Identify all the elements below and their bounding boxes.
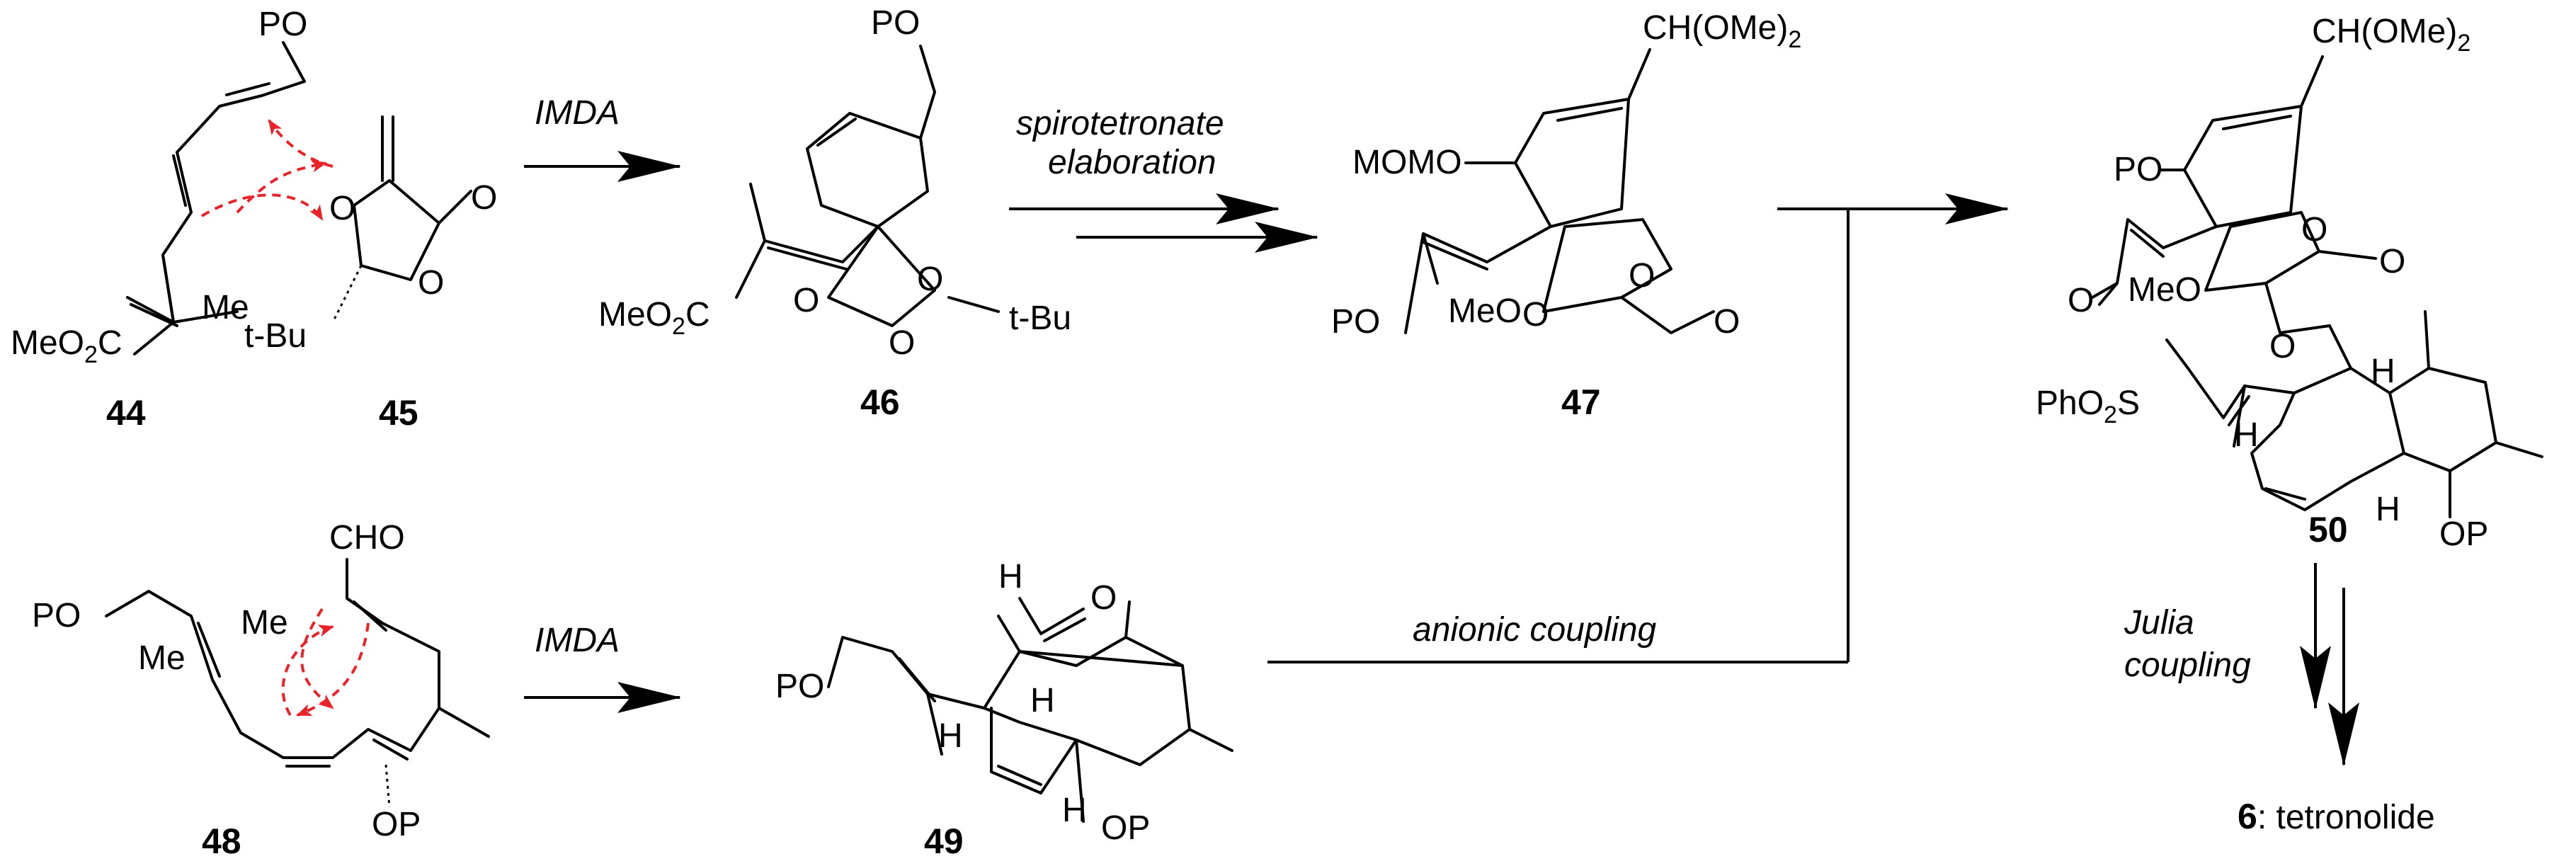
compound-46: PO O O O t-Bu MeO2C 46 <box>598 4 1071 422</box>
svg-text:O: O <box>793 282 819 319</box>
svg-text:O: O <box>2301 211 2327 249</box>
compound-number-48: 48 <box>202 821 241 861</box>
arrow-label-anionic: anionic coupling <box>1413 611 1657 649</box>
arrow-spirotetronate: spirotetronate elaboration <box>1009 105 1318 253</box>
compound-45: O O O t-Bu 45 <box>244 115 497 433</box>
arrow-imda-1: IMDA <box>524 94 681 182</box>
h-label-1: H <box>938 717 963 755</box>
h-label-2: H <box>1030 682 1055 719</box>
compound-number-45: 45 <box>379 393 418 433</box>
svg-text:O: O <box>2269 328 2296 365</box>
svg-text:O: O <box>418 264 444 302</box>
po-label: PO <box>1331 303 1380 341</box>
op-label: OP <box>372 806 421 843</box>
arrow-label-imda-1: IMDA <box>535 94 620 132</box>
svg-text:O: O <box>2379 243 2405 280</box>
po-label: PO <box>258 6 307 43</box>
cho-label: CHO <box>329 519 405 557</box>
svg-text:O: O <box>2068 282 2094 319</box>
svg-text:O: O <box>1629 257 1655 295</box>
ch-label: CH(OMe)2 <box>2312 13 2470 57</box>
tbu-label: t-Bu <box>1009 300 1071 337</box>
svg-text:O: O <box>1714 303 1740 341</box>
compound-48: CHO PO Me Me OP 48 <box>32 519 490 861</box>
compound-50: CH(OMe)2 PO O MeO O O O H H H OP PhO2S 5… <box>2036 13 2543 553</box>
compound-number-44: 44 <box>106 393 146 433</box>
po-label: PO <box>2114 151 2162 188</box>
me-label-2: Me <box>241 604 288 642</box>
svg-text:O: O <box>917 261 943 298</box>
arrow-label-julia-1: Julia <box>2124 604 2194 642</box>
arrow-label-julia-2: coupling <box>2124 646 2251 684</box>
aldehyde-o-label: O <box>1090 579 1117 617</box>
me-label: Me <box>202 289 249 326</box>
compound-number-46: 46 <box>860 382 900 422</box>
svg-text:O: O <box>329 190 355 227</box>
compound-49: H O PO H H H OP 49 <box>775 558 1233 861</box>
meo2c-label: MeO2C <box>11 324 122 368</box>
me-label-1: Me <box>138 639 186 677</box>
aldehyde-h-label: H <box>998 558 1023 596</box>
po-label: PO <box>32 597 81 634</box>
arrow-imda-2: IMDA <box>524 622 681 713</box>
h-label-3: H <box>2376 491 2400 528</box>
arrow-label-imda-2: IMDA <box>535 622 620 659</box>
op-label: OP <box>2439 515 2488 553</box>
po-label: PO <box>775 668 824 705</box>
product-tetronolide: 6: tetronolide <box>2238 797 2435 836</box>
ph-label: PhO2S <box>2036 384 2140 428</box>
meo2c-label: MeO2C <box>598 296 710 340</box>
svg-text:O: O <box>471 179 497 217</box>
compound-47: CH(OMe)2 MOMO PO MeO O O O 47 <box>1331 9 1801 422</box>
product-label: 6: tetronolide <box>2238 797 2435 836</box>
arrow-convergent: anionic coupling <box>1267 193 2009 663</box>
h-label-3: H <box>1062 792 1087 829</box>
meo-label: MeO <box>1448 292 1522 330</box>
compound-number-47: 47 <box>1561 382 1601 422</box>
meo-label: MeO <box>2128 271 2201 309</box>
po-label: PO <box>871 4 920 42</box>
svg-text:O: O <box>1522 296 1549 334</box>
tbu-label: t-Bu <box>244 317 307 355</box>
compound-number-50: 50 <box>2308 510 2348 549</box>
ch-label: CH(OMe)2 <box>1643 9 1801 53</box>
svg-text:O: O <box>889 324 915 362</box>
arrow-label-line2: elaboration <box>1048 144 1216 181</box>
compound-44: PO MeO2C Me 44 <box>11 6 334 433</box>
h-label-1: H <box>2371 353 2395 390</box>
arrow-julia: Julia coupling <box>2124 563 2359 766</box>
arrow-label-line1: spirotetronate <box>1016 105 1224 142</box>
op-label: OP <box>1101 809 1150 847</box>
compound-number-49: 49 <box>924 821 964 861</box>
momo-label: MOMO <box>1352 144 1462 181</box>
